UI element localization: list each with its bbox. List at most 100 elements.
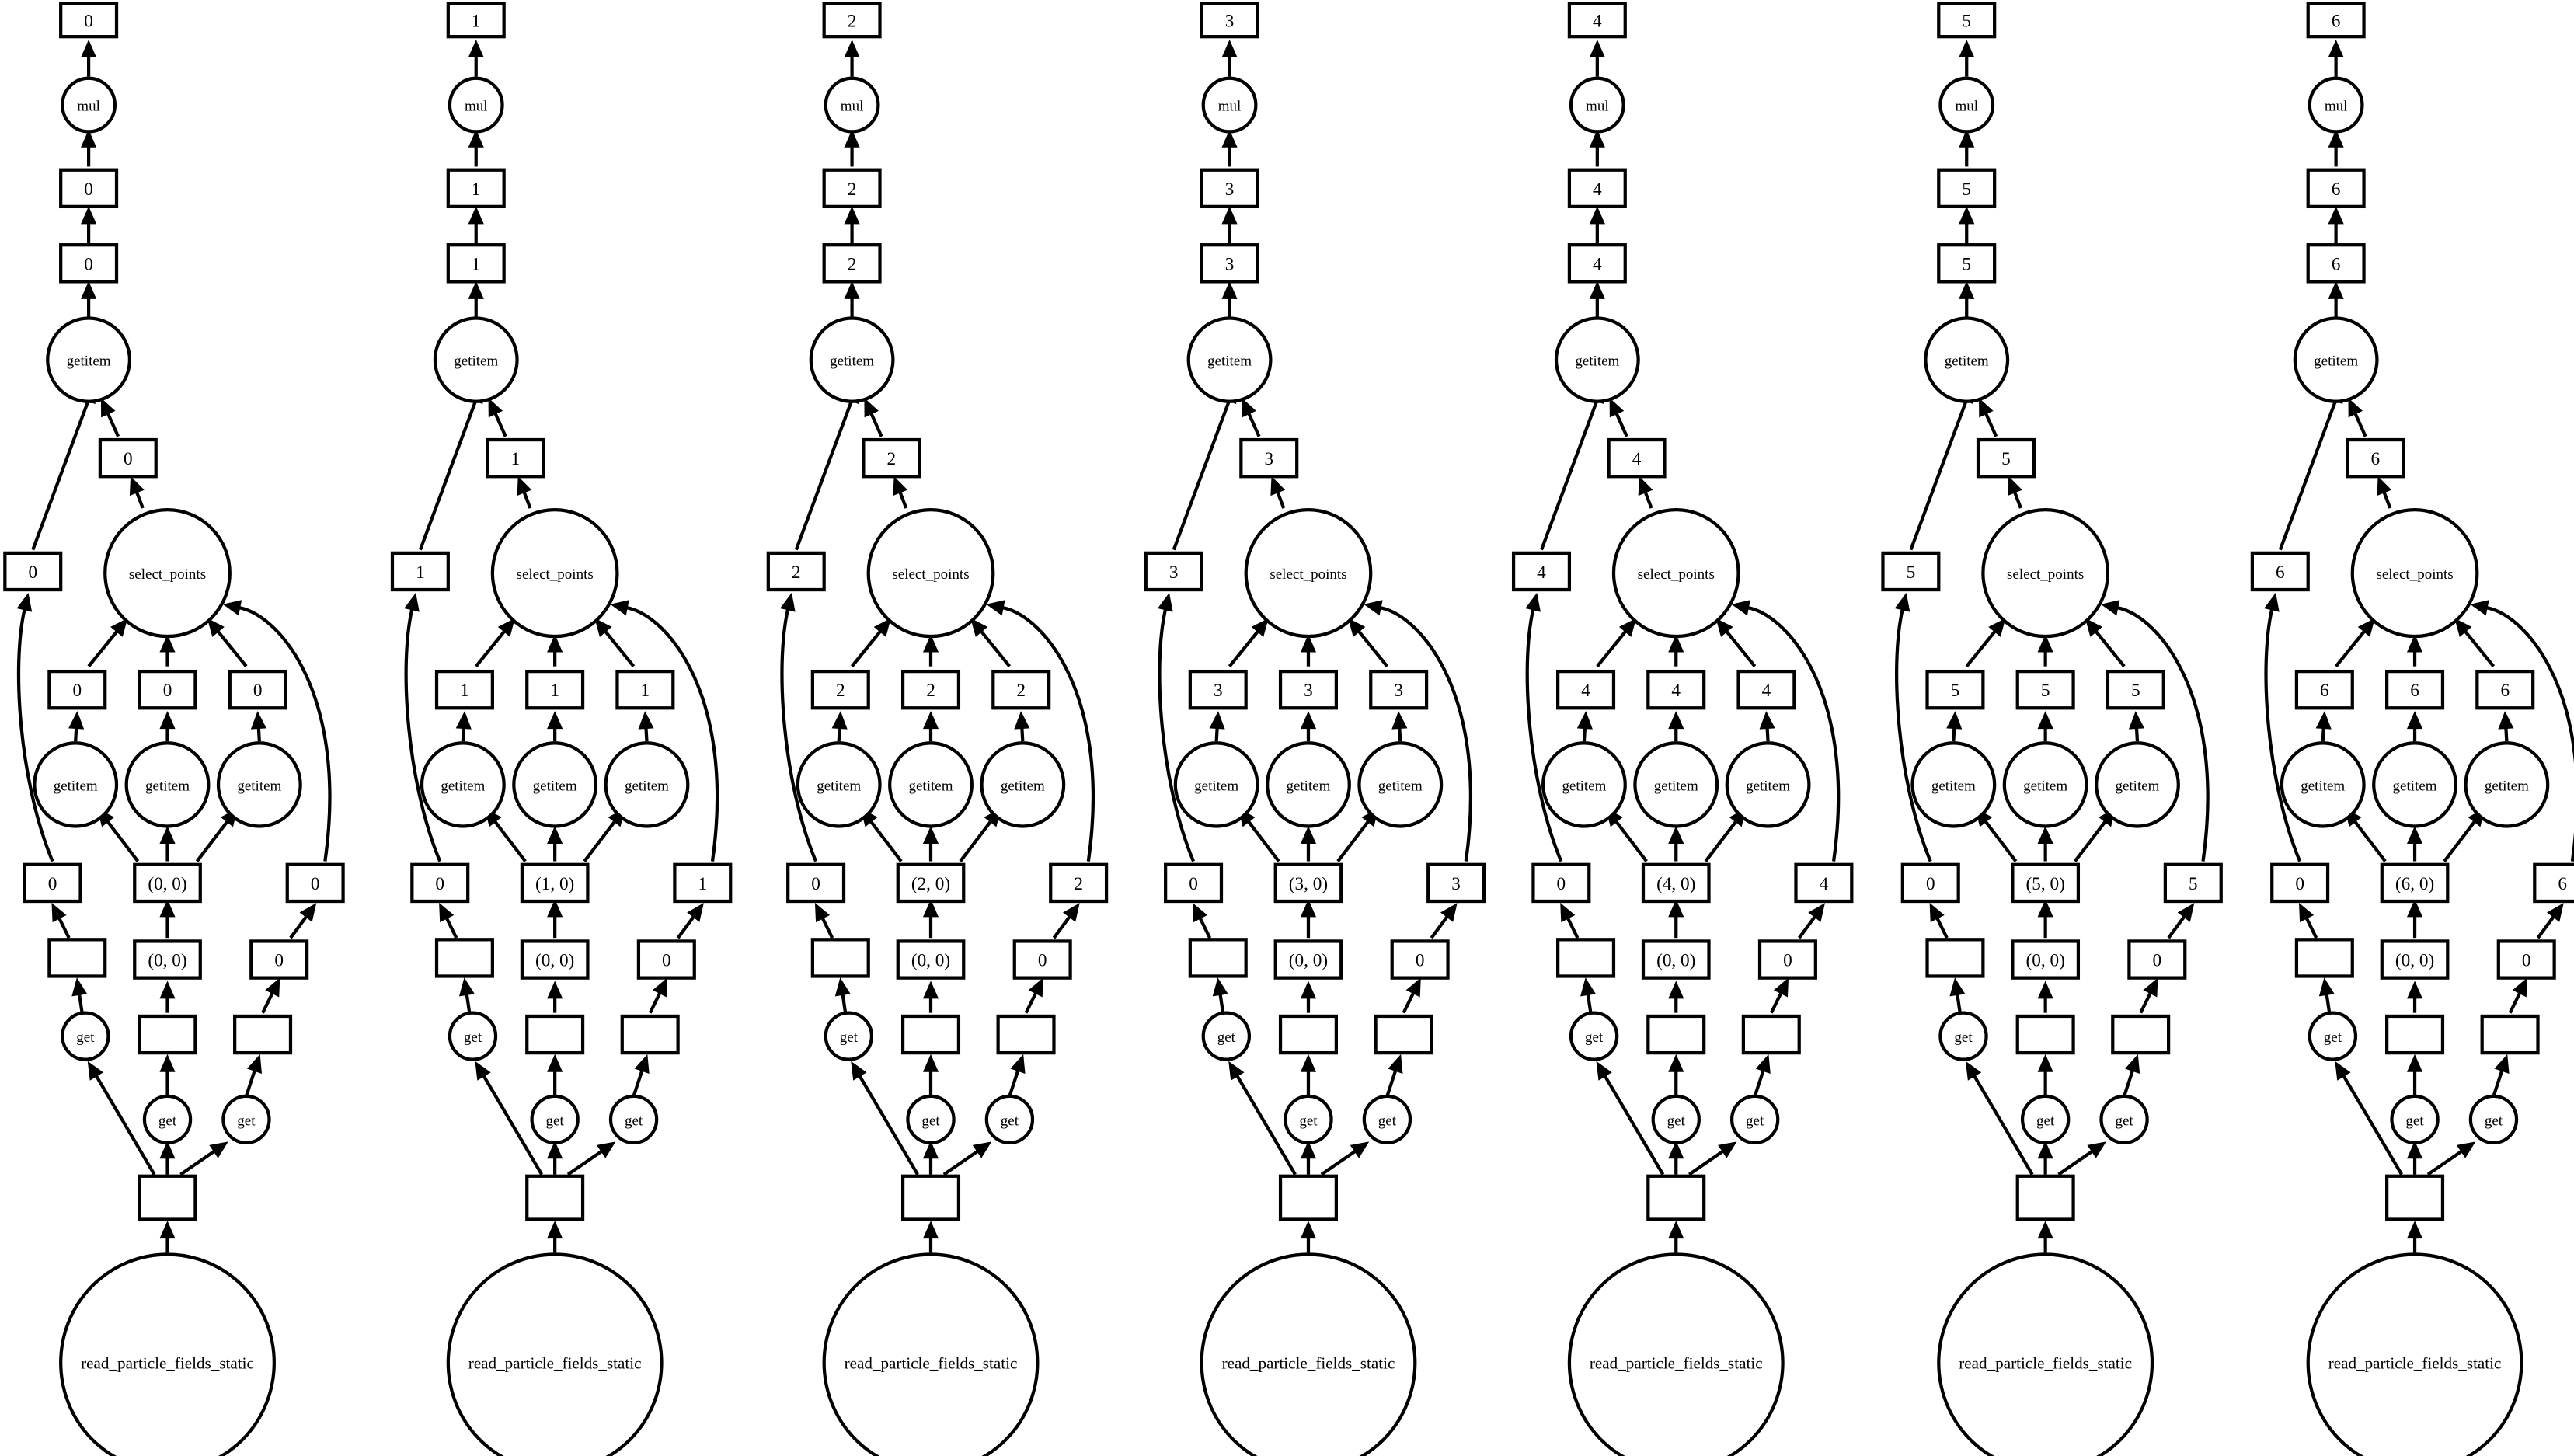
low-left-box: 0 [2270,862,2330,904]
edge-arrow [1209,711,1225,742]
chunk-box [1278,1174,1338,1221]
getitem-node-left-label: getitem [441,778,485,794]
edge-arrow [1300,711,1317,742]
edge-arrow [2426,1141,2476,1176]
get-node-center: get [142,1094,193,1145]
select-points-node: select_points [1244,507,1373,639]
output-box-label: 5 [1962,11,1971,31]
edge-arrow [179,1141,228,1176]
get-node-center-label: get [158,1113,177,1129]
empty-box-right [2480,1014,2540,1055]
get-node-right-label: get [2115,1113,2133,1129]
edge-arrow [1430,903,1458,939]
index-box-right: 4 [1736,669,1796,710]
edge-arrow [2315,711,2332,742]
getitem-node-left: getitem [796,741,882,828]
edge-arrow [1242,398,1261,437]
getitem-node-center-label: getitem [2023,778,2067,794]
getitem-node-left-label: getitem [1931,778,1976,794]
edge-arrow [1589,280,1605,322]
get-node-right-label: get [1001,1113,1019,1129]
low-right-box: 0 [1012,939,1072,980]
stack-box-lower-label: 0 [84,254,93,274]
index-box-right: 0 [228,669,287,710]
getitem-node-left: getitem [1910,741,1997,828]
index-box-center: 3 [1278,669,1338,710]
edge-arrow [2406,1221,2423,1253]
low-right-box-label: 0 [1783,950,1792,970]
edge-arrow [81,39,97,77]
edge-arrow [1238,807,1280,862]
get-node-center: get [2020,1094,2071,1145]
index-box-center: 2 [900,669,961,710]
left-index-box-label: 2 [792,563,801,583]
right-index-box-label: 6 [2558,874,2567,894]
inner-index-box-label: (0, 0) [535,950,574,970]
index-box-left: 6 [2294,669,2354,710]
empty-box-right [233,1014,293,1055]
getitem-node-center: getitem [124,741,211,828]
edge-arrow [1576,711,1593,742]
inner-index-box-label: (0, 0) [2395,950,2434,970]
right-index-box: 4 [1794,862,1854,904]
index-box-left-label: 1 [460,681,469,701]
getitem-node-center: getitem [2372,741,2457,828]
mul-node-label: mul [465,98,488,114]
edge-arrow [2454,618,2496,668]
empty-box-left [1188,938,1248,978]
getitem-node-main-label: getitem [454,354,498,370]
get-node-right-label: get [237,1113,256,1129]
edge-arrow [850,618,891,668]
edge-arrow [404,592,442,862]
mul-node-label: mul [1586,98,1609,114]
empty-box-left [1556,938,1616,978]
low-left-box: 0 [1900,862,1960,904]
get-node-left-label: get [464,1029,482,1046]
empty-box-left [810,938,870,978]
getitem-node-center: getitem [1633,741,1719,828]
getitem-node-left: getitem [1541,741,1627,828]
left-index-box-label: 0 [28,563,37,583]
edge-arrow [455,711,472,742]
mul-node-label: mul [841,98,864,114]
edge-arrow [2348,398,2367,437]
upper-index-box-label: 5 [2001,449,2011,469]
mul-node-label: mul [2325,98,2348,114]
edge-arrow [159,1221,176,1253]
edge-arrow [942,1141,992,1176]
stack-box-upper-label: 1 [472,179,481,200]
getitem-node-main: getitem [809,316,895,403]
edge-arrow [547,711,563,742]
edge-arrow [547,899,563,939]
upper-index-box: 4 [1607,437,1667,479]
empty-box-right [1741,1014,1801,1055]
upper-index-box-label: 4 [1632,449,1642,469]
edge-arrow [780,592,818,862]
left-index-box-label: 1 [416,563,425,583]
inner-index-box-label: (0, 0) [1656,950,1695,970]
inner-index-box: (0, 0) [2011,939,2081,980]
upper-index-box-label: 2 [886,449,896,469]
edge-arrow [676,903,704,939]
index-box-center: 0 [138,669,197,710]
getitem-node-left-label: getitem [1562,778,1606,794]
edge-arrow [159,899,176,939]
select-points-node: select_points [866,507,995,639]
read-particle-fields-static-node-label: read_particle_fields_static [81,1353,254,1372]
getitem-node-right: getitem [1357,741,1444,828]
index-box-left-label: 3 [1214,681,1223,701]
chunk-box [138,1174,197,1221]
empty-box-center [138,1014,197,1055]
edge-arrow [566,1141,616,1176]
low-left-box-label: 0 [435,874,444,894]
upper-index-box: 3 [1239,437,1299,479]
edge-arrow [250,711,266,742]
mul-node: mul [1569,76,1625,134]
stack-box-lower: 4 [1567,243,1627,284]
edge-arrow [1270,475,1286,509]
stack-box-lower-label: 2 [848,254,857,274]
empty-box-right [1374,1014,1433,1055]
output-box: 1 [446,2,506,39]
